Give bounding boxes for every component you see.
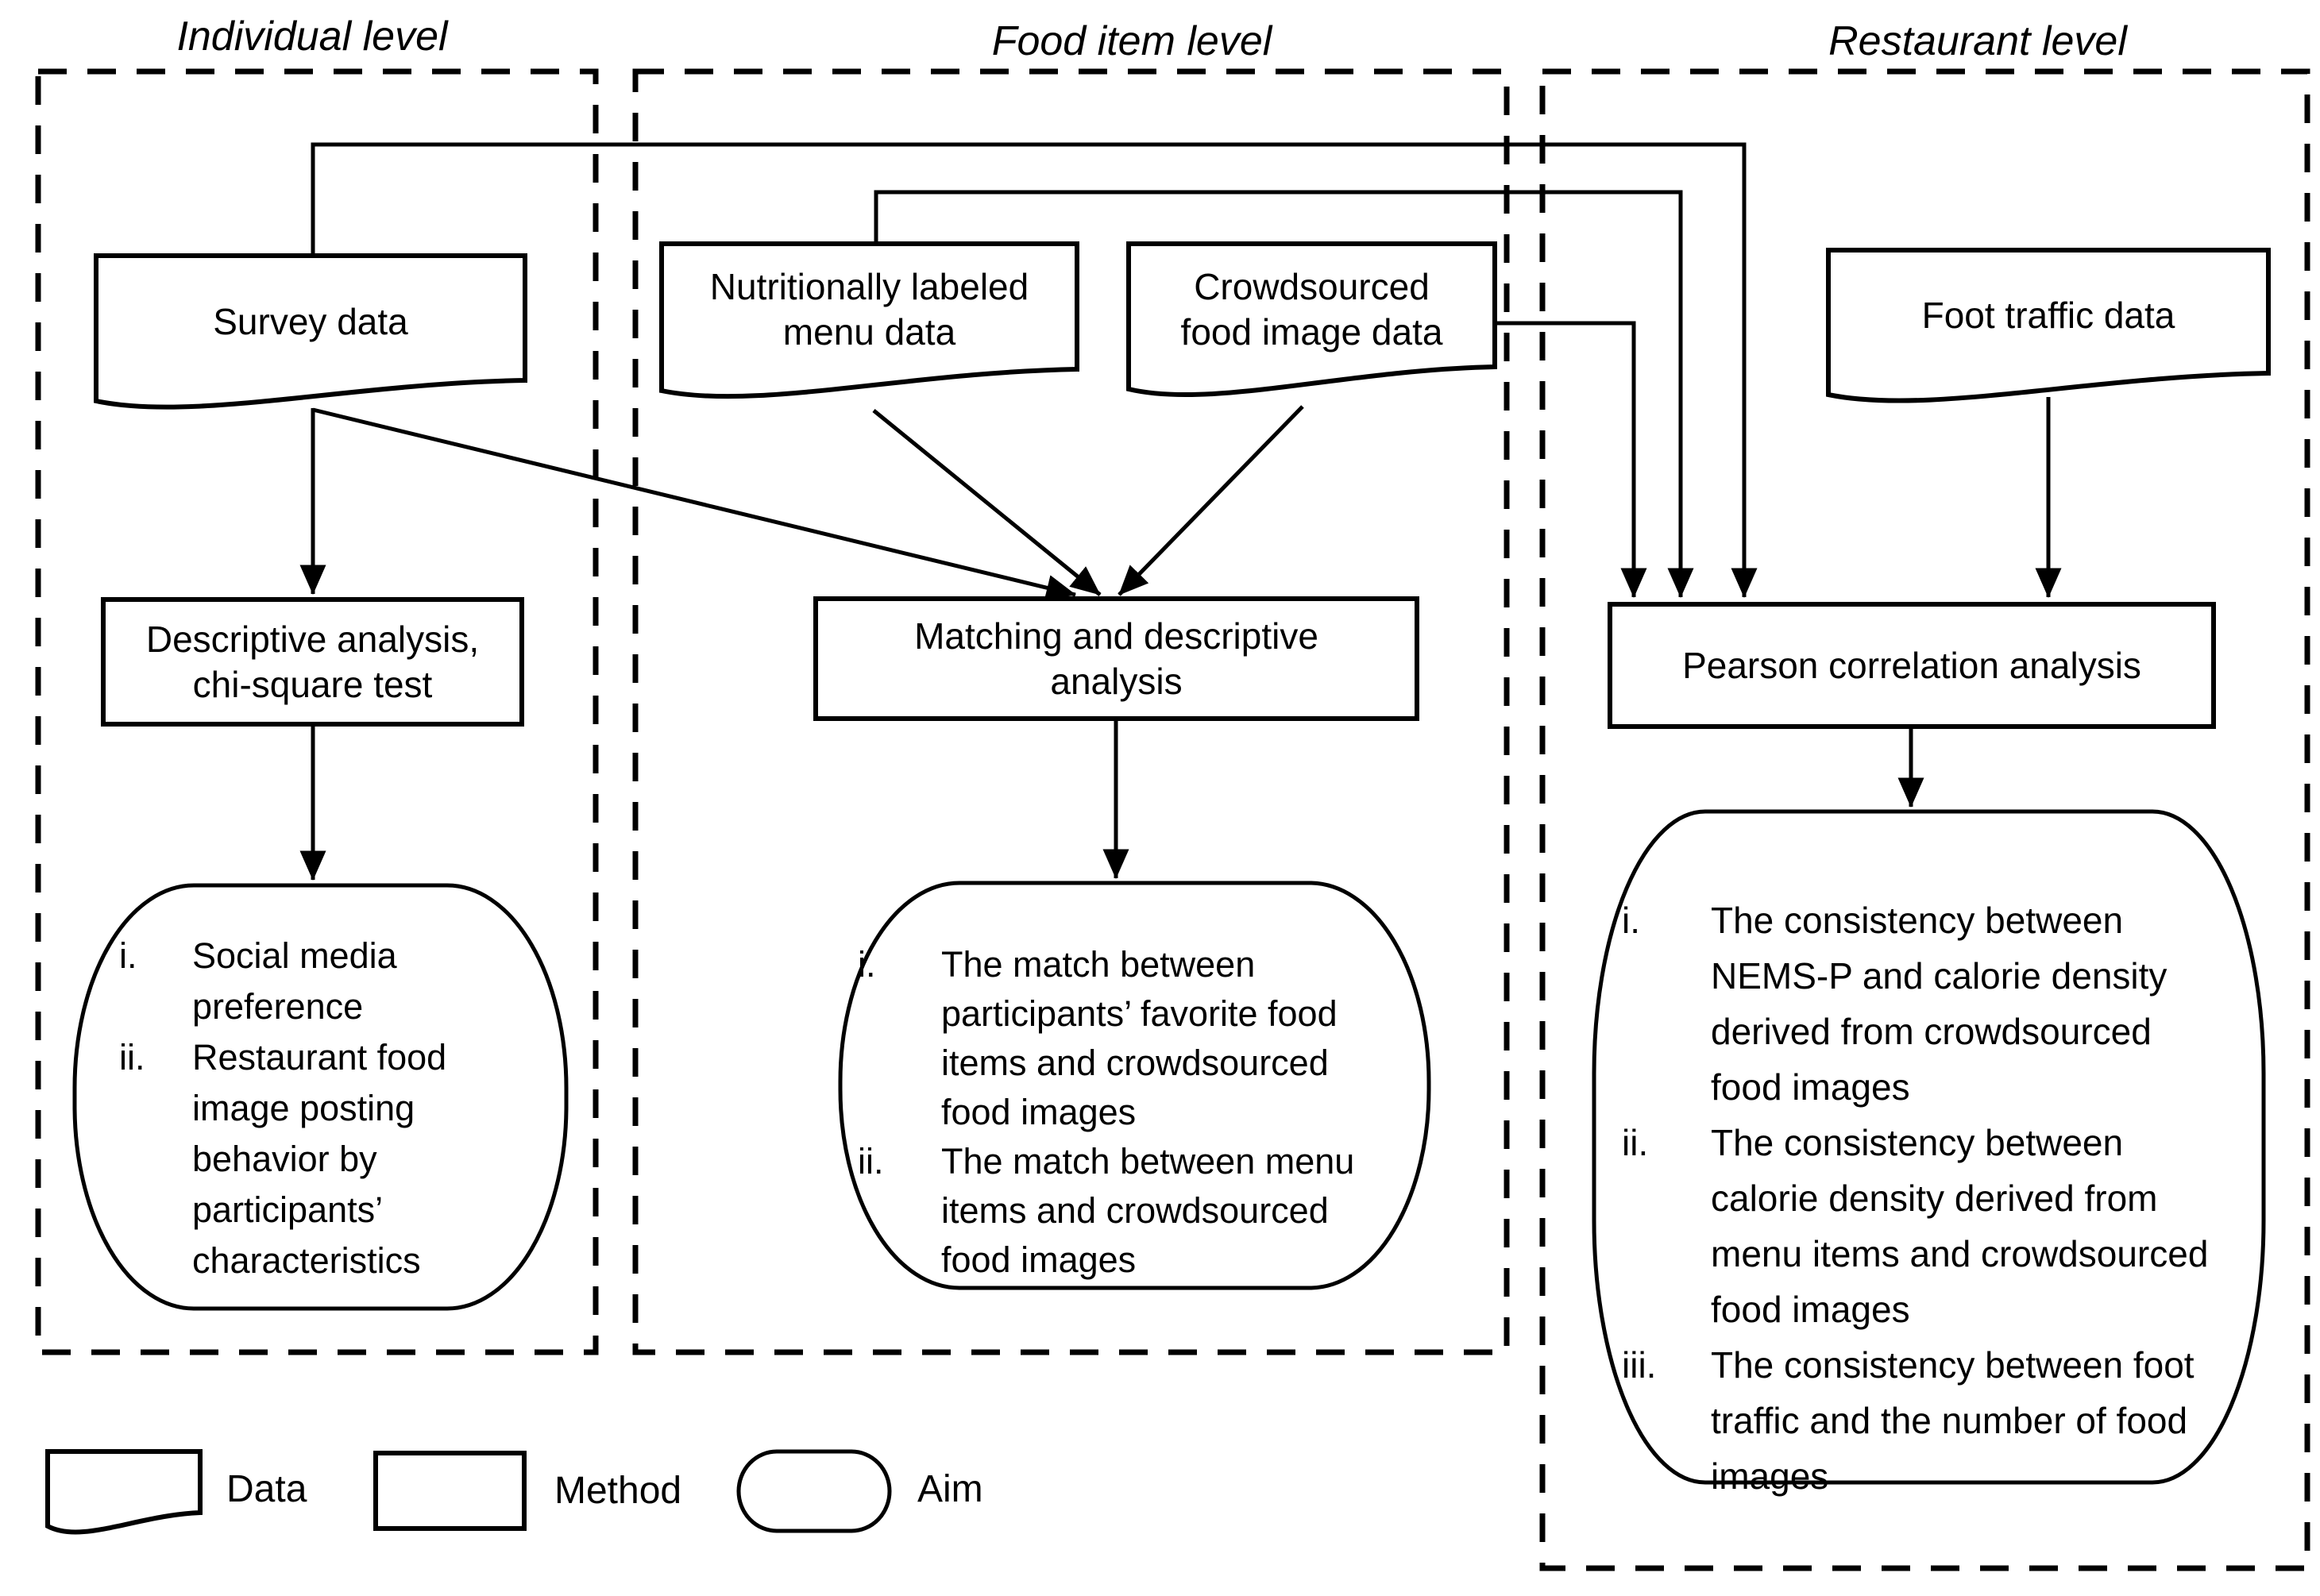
legend-data-shape — [45, 1449, 203, 1535]
list-item-number: ii. — [1622, 1122, 1649, 1163]
arrow-survey-to-pearson — [311, 142, 1758, 598]
aim1-shape — [72, 883, 569, 1311]
list-item-number: i. — [119, 935, 137, 976]
list-item-text: Restaurant food image posting behavior b… — [192, 1037, 447, 1281]
foot-traffic-data-shape — [1826, 248, 2271, 403]
descriptive-method-label: Descriptive analysis, chi-square test — [145, 619, 480, 705]
list-item-number: ii. — [119, 1037, 145, 1077]
aim2-list: i. The match between participants’ favor… — [858, 940, 1382, 1285]
arrow-menu-to-pearson — [874, 190, 1694, 598]
foot-traffic-data-label: Foot traffic data — [1921, 294, 2175, 336]
list-item: ii. The consistency between calorie dens… — [1622, 1115, 2224, 1337]
legend-aim-shape — [736, 1449, 892, 1533]
pearson-method-label: Pearson correlation analysis — [1682, 644, 2141, 686]
survey-data-label: Survey data — [213, 300, 408, 342]
list-item-text: Social media preference — [192, 935, 397, 1027]
list-item-text: The match between participants’ favorite… — [941, 944, 1338, 1132]
matching-method-label: Matching and descriptive analysis — [914, 615, 1318, 702]
legend-aim-label: Aim — [917, 1468, 983, 1510]
legend-data-label: Data — [226, 1468, 307, 1510]
list-item: i. Social media preference — [119, 931, 520, 1032]
menu-data-label: Nutritionally labeled menu data — [709, 266, 1029, 353]
descriptive-method-shape — [101, 597, 524, 727]
header-individual-level: Individual level — [176, 13, 448, 60]
list-item: ii. Restaurant food image posting behavi… — [119, 1032, 520, 1286]
aim3-shape — [1592, 809, 2266, 1485]
list-item: ii. The match between menu items and cro… — [858, 1137, 1382, 1285]
list-item-number: i. — [1622, 900, 1640, 941]
aim2-shape — [838, 881, 1431, 1290]
list-item-text: The consistency between foot traffic and… — [1711, 1344, 2195, 1497]
aim1-list: i. Social media preference ii. Restauran… — [119, 931, 520, 1286]
legend-method-label: Method — [554, 1470, 682, 1512]
list-item-text: The consistency between calorie density … — [1711, 1122, 2209, 1330]
list-item: i. The match between participants’ favor… — [858, 940, 1382, 1137]
crowd-data-shape — [1126, 241, 1497, 398]
list-item-number: ii. — [858, 1141, 884, 1182]
list-item-number: i. — [858, 944, 876, 985]
list-item: iii. The consistency between foot traffi… — [1622, 1337, 2224, 1504]
list-item-text: The consistency between NEMS-P and calor… — [1711, 900, 2168, 1108]
list-item: i. The consistency between NEMS-P and ca… — [1622, 892, 2224, 1115]
arrow-menu-to-matching — [872, 409, 1102, 596]
crowd-data-label: Crowdsourced food image data — [1180, 266, 1443, 353]
header-food-item-level: Food item level — [991, 18, 1272, 64]
food-item-level-frame — [632, 68, 1510, 1355]
aim3-list: i. The consistency between NEMS-P and ca… — [1622, 892, 2224, 1504]
list-item-number: iii. — [1622, 1344, 1657, 1386]
arrow-crowd-to-pearson — [1495, 321, 1647, 598]
arrow-crowd-to-matching — [1118, 405, 1304, 596]
pearson-method-shape — [1608, 602, 2216, 729]
header-restaurant-level: Restaurant level — [1828, 18, 2127, 64]
list-item-text: The match between menu items and crowdso… — [941, 1141, 1355, 1280]
legend-method-shape — [373, 1451, 527, 1531]
arrow-survey-to-matching — [312, 407, 1076, 601]
individual-level-frame — [35, 68, 599, 1355]
survey-data-shape — [94, 253, 527, 410]
menu-data-shape — [659, 241, 1079, 399]
matching-method-shape — [813, 596, 1419, 721]
